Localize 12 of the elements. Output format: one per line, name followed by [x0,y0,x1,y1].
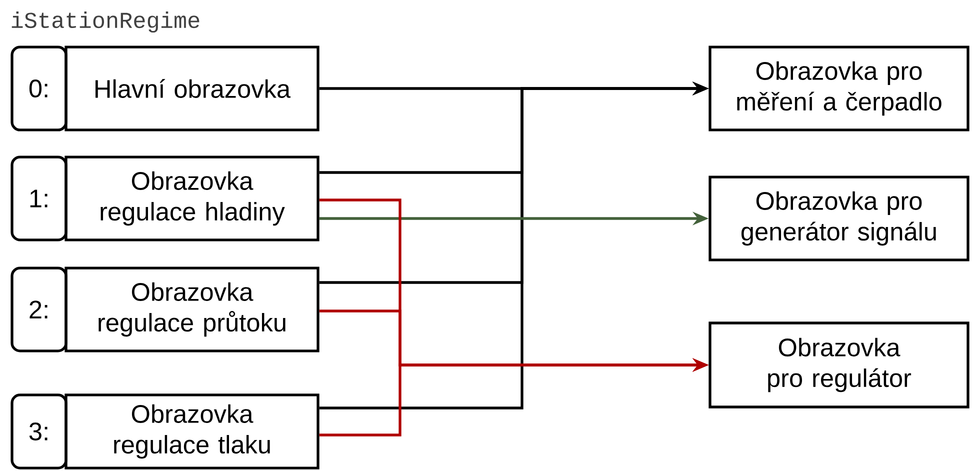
number-box: 1: [10,156,68,242]
screen-box: Obrazovka pro regulátor [708,322,970,408]
number-box: 0: [10,46,68,132]
screen-box: Obrazovka regulace průtoku [64,266,320,352]
number-box: 2: [10,266,68,352]
variable-name: iStationRegime [12,11,200,33]
screen-box: Obrazovka regulace tlaku [64,394,320,470]
number-box: 3: [10,394,68,470]
screen-box: Obrazovka pro generátor signálu [708,176,970,262]
screen-box: Obrazovka pro měření a čerpadlo [708,46,970,132]
screen-box: Hlavní obrazovka [64,46,320,132]
screen-box: Obrazovka regulace hladiny [64,156,320,242]
